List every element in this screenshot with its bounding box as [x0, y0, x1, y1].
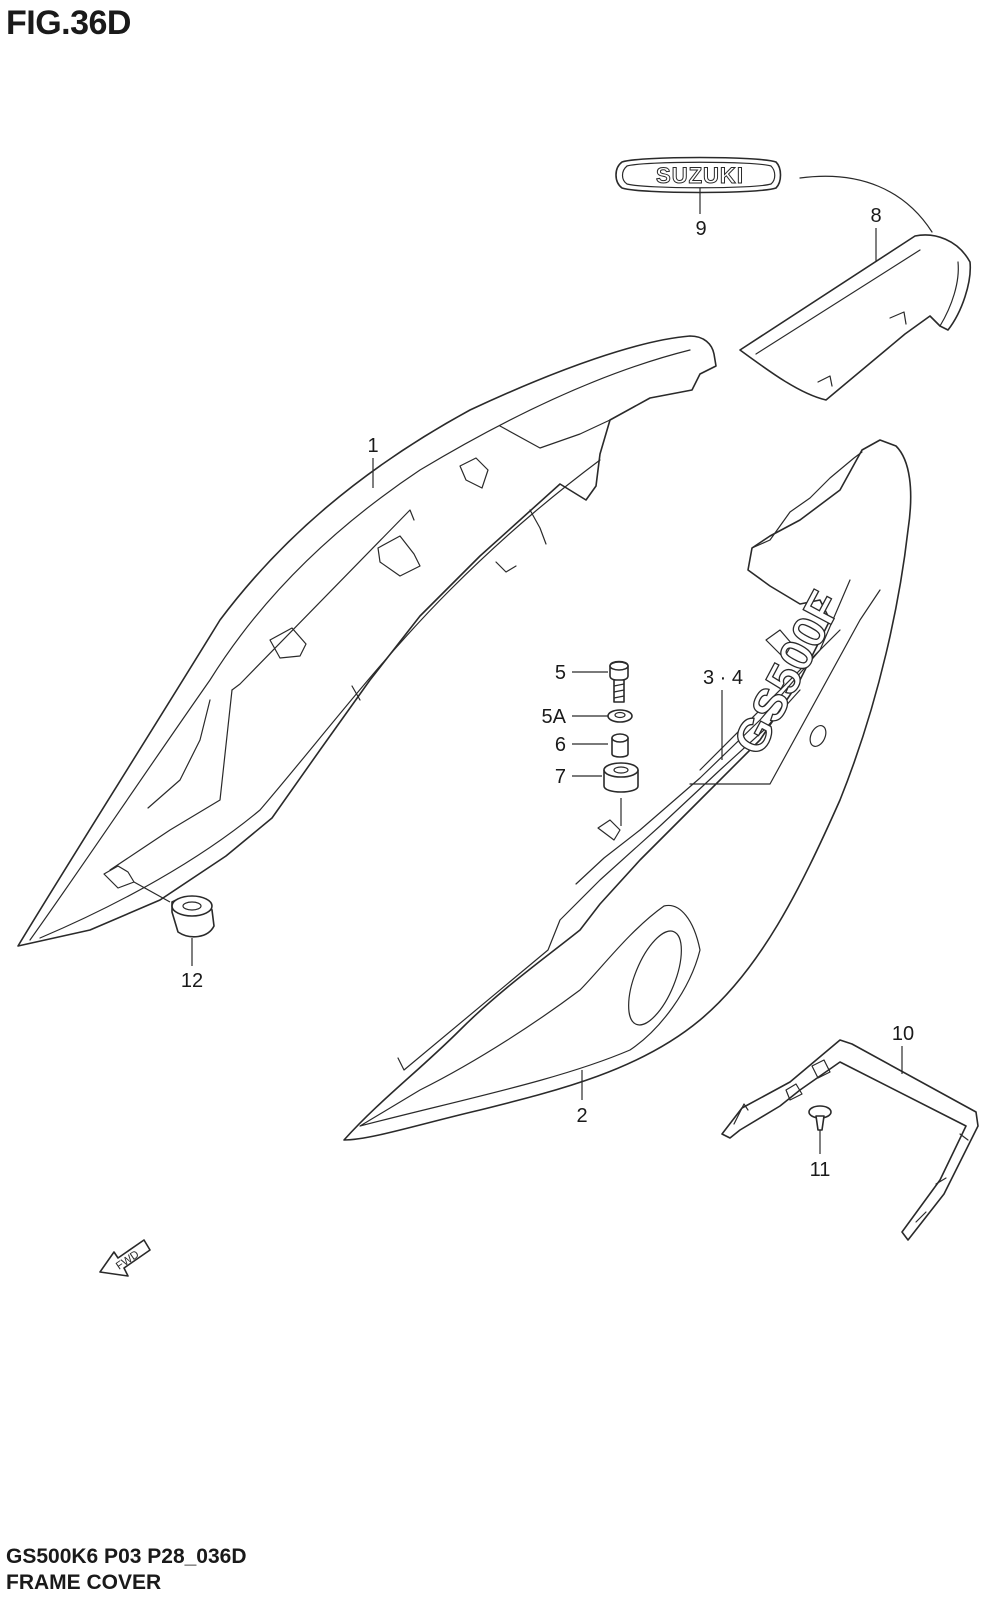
suzuki-emblem-part-9: SUZUKI [615, 156, 782, 194]
callout-1: 1 [367, 435, 378, 457]
bracket-part-10 [721, 1039, 979, 1241]
collar-part-6 [611, 733, 629, 758]
callout-6: 6 [555, 734, 566, 756]
right-frame-cover-part-2: GS500F [343, 439, 912, 1141]
callout-7: 7 [555, 766, 566, 788]
forward-direction-arrow-icon: FWD [99, 1239, 151, 1277]
leader-lines [191, 188, 903, 1154]
callout-8: 8 [870, 205, 881, 227]
push-rivet-part-11 [808, 1105, 832, 1131]
callout-11: 11 [810, 1159, 831, 1181]
section-title: FRAME COVER [6, 1571, 162, 1594]
callout-5a: 5A [542, 706, 567, 728]
grommet-part-12 [133, 881, 215, 938]
figure-title: FIG.36D [6, 4, 131, 42]
model-code: GS500K6 P03 P28_036D [6, 1545, 247, 1568]
washer-part-5a [607, 709, 633, 723]
callout-2: 2 [576, 1105, 587, 1127]
grommet-part-7 [603, 762, 639, 826]
tail-cover-part-8 [739, 175, 972, 401]
callout-10: 10 [892, 1023, 914, 1045]
callout-12: 12 [181, 970, 203, 992]
left-frame-cover-part-1 [17, 335, 717, 947]
emblem-text: SUZUKI [656, 163, 744, 188]
callout-9: 9 [695, 218, 706, 240]
callout-3-4: 3 · 4 [703, 667, 743, 689]
callout-5: 5 [555, 662, 566, 684]
bolt-part-5 [609, 660, 629, 703]
